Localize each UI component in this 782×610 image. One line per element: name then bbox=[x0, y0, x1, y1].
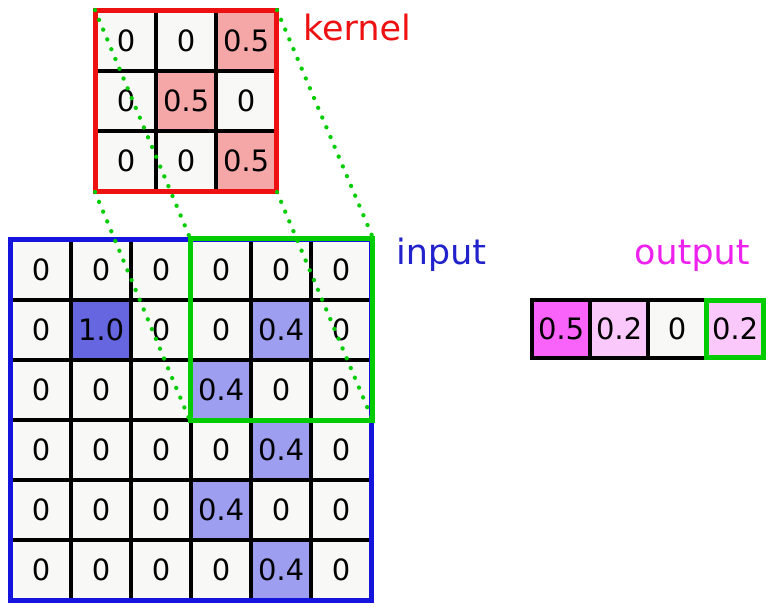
input-label: input bbox=[396, 233, 487, 273]
input-cell-r2c4: 0 bbox=[253, 362, 309, 418]
output-cell-1: 0.2 bbox=[592, 302, 646, 356]
input-cell-r5c3: 0 bbox=[193, 542, 249, 598]
kernel-grid: 0 0 0.5 0 0.5 0 0 0 0.5 bbox=[93, 8, 279, 194]
kernel-cell-r1c0: 0 bbox=[98, 73, 154, 129]
output-grid: 0.5 0.2 0 0.2 bbox=[530, 298, 766, 360]
input-cell-r0c2: 0 bbox=[133, 242, 189, 298]
kernel-cell-r1c2: 0 bbox=[218, 73, 274, 129]
input-cell-r1c4: 0.4 bbox=[253, 302, 309, 358]
input-cell-r4c2: 0 bbox=[133, 482, 189, 538]
kernel-cell-r2c2: 0.5 bbox=[218, 133, 274, 189]
input-cell-r3c4: 0.4 bbox=[253, 422, 309, 478]
input-cell-r4c3: 0.4 bbox=[193, 482, 249, 538]
kernel-cell-r2c0: 0 bbox=[98, 133, 154, 189]
kernel-cell-r1c1: 0.5 bbox=[158, 73, 214, 129]
input-cell-r4c5: 0 bbox=[313, 482, 369, 538]
input-grid: 0 0 0 0 0 0 0 1.0 0 0 0.4 0 0 0 0 0.4 0 … bbox=[8, 237, 374, 603]
input-cell-r4c1: 0 bbox=[73, 482, 129, 538]
input-cell-r3c0: 0 bbox=[13, 422, 69, 478]
kernel-cell-r0c0: 0 bbox=[98, 13, 154, 69]
input-cell-r5c1: 0 bbox=[73, 542, 129, 598]
input-cell-r5c2: 0 bbox=[133, 542, 189, 598]
kernel-cell-r0c1: 0 bbox=[158, 13, 214, 69]
input-cell-r5c4: 0.4 bbox=[253, 542, 309, 598]
input-cell-r1c2: 0 bbox=[133, 302, 189, 358]
input-cell-r0c1: 0 bbox=[73, 242, 129, 298]
input-cell-r2c0: 0 bbox=[13, 362, 69, 418]
input-cell-r1c0: 0 bbox=[13, 302, 69, 358]
input-cell-r2c5: 0 bbox=[313, 362, 369, 418]
input-cell-r5c0: 0 bbox=[13, 542, 69, 598]
input-cell-r3c3: 0 bbox=[193, 422, 249, 478]
input-cell-r1c1: 1.0 bbox=[73, 302, 129, 358]
input-cell-r0c0: 0 bbox=[13, 242, 69, 298]
input-cell-r2c2: 0 bbox=[133, 362, 189, 418]
input-cell-r3c2: 0 bbox=[133, 422, 189, 478]
kernel-cell-r2c1: 0 bbox=[158, 133, 214, 189]
kernel-label: kernel bbox=[303, 9, 411, 49]
input-cell-r3c5: 0 bbox=[313, 422, 369, 478]
output-cell-2: 0 bbox=[650, 302, 704, 356]
input-cell-r4c4: 0 bbox=[253, 482, 309, 538]
output-cell-3: 0.2 bbox=[708, 302, 762, 356]
output-label: output bbox=[634, 233, 750, 273]
input-cell-r5c5: 0 bbox=[313, 542, 369, 598]
input-cell-r0c3: 0 bbox=[193, 242, 249, 298]
input-cell-r4c0: 0 bbox=[13, 482, 69, 538]
input-cell-r1c5: 0 bbox=[313, 302, 369, 358]
kernel-cell-r0c2: 0.5 bbox=[218, 13, 274, 69]
output-cell-0: 0.5 bbox=[534, 302, 588, 356]
input-cell-r0c5: 0 bbox=[313, 242, 369, 298]
input-cell-r0c4: 0 bbox=[253, 242, 309, 298]
input-cell-r1c3: 0 bbox=[193, 302, 249, 358]
input-cell-r3c1: 0 bbox=[73, 422, 129, 478]
input-cell-r2c1: 0 bbox=[73, 362, 129, 418]
input-cell-r2c3: 0.4 bbox=[193, 362, 249, 418]
